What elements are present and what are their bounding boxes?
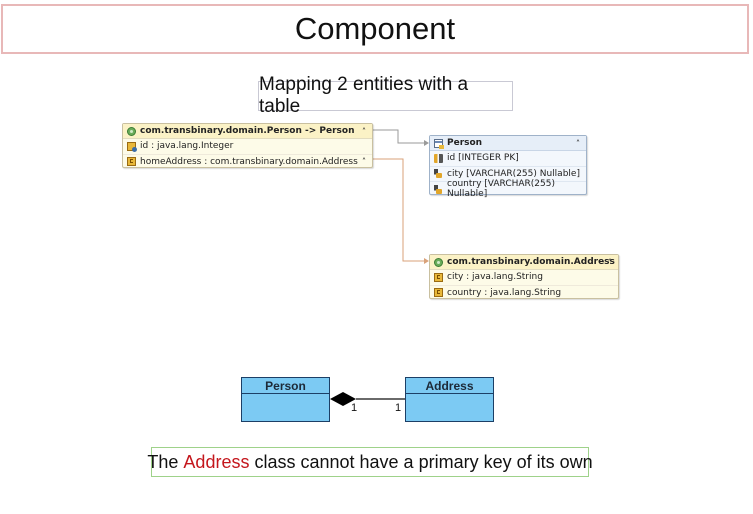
note-suffix: class cannot have a primary key of its o… [249, 451, 593, 472]
table-column-row[interactable]: id [INTEGER PK] [430, 151, 586, 166]
column-icon [434, 169, 442, 179]
collapse-icon[interactable]: ˄ [608, 257, 612, 267]
entity-row[interactable]: homeAddress : com.transbinary.domain.Add… [123, 153, 372, 170]
row-label: country [VARCHAR(255) Nullable] [447, 179, 555, 200]
property-icon [434, 288, 443, 298]
note-highlight: Address [183, 451, 250, 472]
row-label: homeAddress : com.transbinary.domain.Add… [140, 156, 358, 167]
row-label: country : java.lang.String [447, 287, 562, 298]
person-entity-header[interactable]: com.transbinary.domain.Person -> Person … [123, 124, 372, 139]
person-table-title: Person [447, 138, 483, 148]
row-label: city [VARCHAR(255) Nullable] [447, 168, 580, 179]
person-table-box[interactable]: Person ˄ id [INTEGER PK] city [VARCHAR(2… [429, 135, 587, 200]
entity-row[interactable]: city : java.lang.String [430, 270, 618, 285]
multiplicity-right: 1 [395, 402, 402, 414]
table-column-row[interactable]: city [VARCHAR(255) Nullable] [430, 165, 586, 182]
collapse-icon[interactable]: ˄ [362, 126, 366, 136]
address-entity-title: com.transbinary.domain.Address [447, 257, 615, 267]
arrowhead-person-table [424, 140, 429, 146]
arrowhead-address [424, 258, 429, 264]
entity-row[interactable]: id : java.lang.Integer [123, 139, 372, 154]
note-box: The Address class cannot have a primary … [147, 447, 593, 477]
class-icon [434, 257, 443, 267]
table-column-row[interactable]: country [VARCHAR(255) Nullable] [430, 179, 586, 200]
slide-title: Component [294, 11, 456, 46]
entity-row[interactable]: country : java.lang.String [430, 284, 618, 301]
class-icon [127, 126, 136, 136]
address-entity-header[interactable]: com.transbinary.domain.Address ˄ [430, 255, 618, 270]
property-icon [127, 157, 136, 167]
uml-class-address: Address [405, 377, 494, 422]
connector-person-to-table [373, 129, 424, 144]
column-icon [434, 184, 442, 194]
uml-class-name: Person [242, 378, 329, 394]
collapse-icon[interactable]: ˄ [576, 138, 580, 148]
note-prefix: The [147, 451, 184, 472]
connector-homeaddress-to-address [373, 158, 424, 262]
row-label: id : java.lang.Integer [140, 141, 234, 152]
row-label: city : java.lang.String [447, 272, 543, 283]
person-table-header[interactable]: Person ˄ [430, 136, 586, 151]
property-icon [434, 272, 443, 282]
uml-class-name: Address [406, 378, 493, 394]
address-entity-box[interactable]: com.transbinary.domain.Address ˄ city : … [429, 254, 619, 299]
composition-diamond-icon [330, 392, 356, 406]
table-icon [434, 138, 444, 149]
collapse-icon[interactable]: ˄ [362, 157, 366, 167]
slide-title-box: Component [1, 4, 749, 54]
uml-class-person: Person [241, 377, 330, 422]
row-label: id [INTEGER PK] [447, 153, 519, 164]
primary-key-icon [434, 153, 443, 163]
multiplicity-left: 1 [351, 402, 358, 414]
person-entity-title: com.transbinary.domain.Person -> Person [140, 126, 355, 136]
person-entity-box[interactable]: com.transbinary.domain.Person -> Person … [122, 123, 373, 168]
id-property-icon [127, 141, 137, 152]
